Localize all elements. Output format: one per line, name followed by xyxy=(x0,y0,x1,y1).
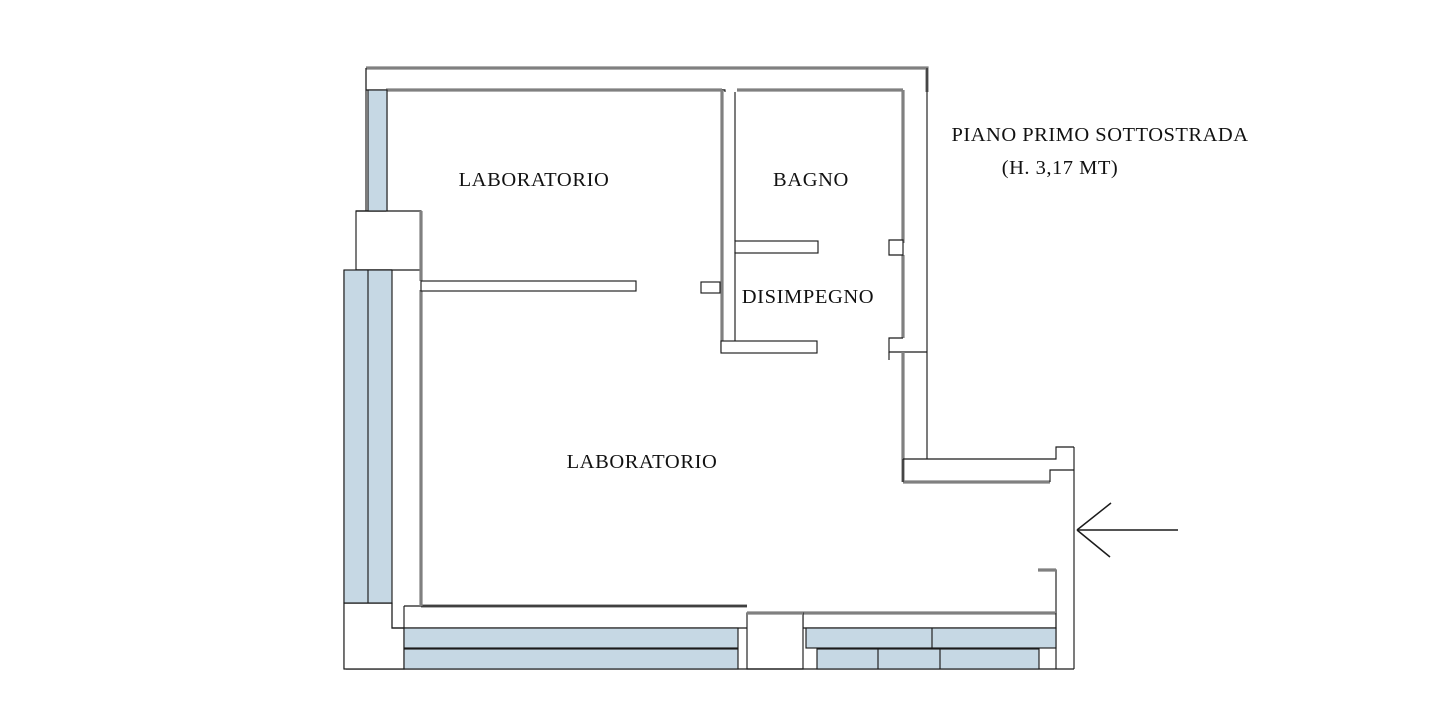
door-opening-bagno-east xyxy=(888,239,904,256)
bottom-right-window-inner-glazing xyxy=(816,648,1040,670)
bottom-left-window-outer-glazing xyxy=(403,627,739,649)
wall-bottom-center-pier xyxy=(746,612,804,670)
bottom-right-window-outer-glazing xyxy=(805,627,1057,649)
disimpegno-west-door-opening xyxy=(700,281,721,294)
plan-text-labels: PIANO PRIMO SOTTOSTRADA (H. 3,17 MT) LAB… xyxy=(459,124,1248,473)
room-label-laboratorio-sud: LABORATORIO xyxy=(567,451,718,473)
window-glazing-group xyxy=(343,89,1057,670)
room-label-bagno: BAGNO xyxy=(773,169,849,191)
laboratorio-partition-wall xyxy=(420,280,637,292)
wall-left-foot-block-step xyxy=(391,603,404,629)
wall-bottom-left-band xyxy=(403,606,747,629)
left-upper-window-glazing xyxy=(367,89,388,212)
building-outer-shell xyxy=(343,66,1075,670)
internal-partitions xyxy=(420,90,819,354)
wall-right-inner-entrance-lower xyxy=(1040,569,1057,669)
plan-title-line-1: PIANO PRIMO SOTTOSTRADA xyxy=(951,124,1248,146)
entrance-arrow-barb-lower xyxy=(1076,529,1111,558)
wall-corridor-inner-top-jamb xyxy=(1049,469,1074,482)
wall-left-foot-block xyxy=(343,602,405,670)
wall-bottom-right-band xyxy=(802,613,1057,629)
room-label-disimpegno: DISIMPEGNO xyxy=(742,286,874,308)
entrance-arrow-group xyxy=(1076,502,1178,558)
plan-title-line-2: (H. 3,17 MT) xyxy=(1002,157,1118,179)
wall-left-niche xyxy=(355,210,422,271)
wall-corridor-inner-top xyxy=(903,446,1074,460)
bottom-left-window-inner-glazing xyxy=(403,648,739,670)
entrance-arrow-barb-upper xyxy=(1076,502,1112,531)
room-label-laboratorio-nord: LABORATORIO xyxy=(459,169,610,191)
wall-right-step-upper xyxy=(888,337,927,353)
disimpegno-south-partition xyxy=(720,340,818,354)
bagno-disimpegno-partition xyxy=(734,240,819,254)
